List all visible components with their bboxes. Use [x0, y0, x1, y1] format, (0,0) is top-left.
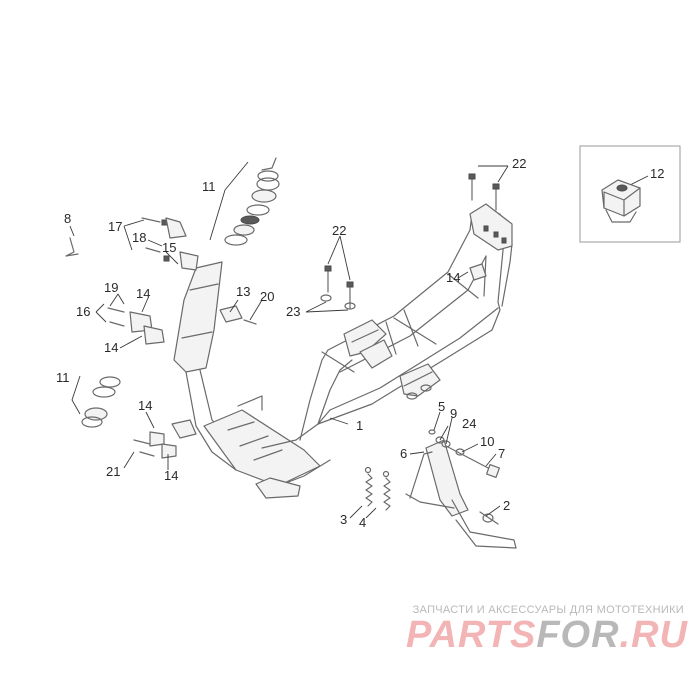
callout-22-rear: 22 [512, 156, 526, 171]
callout-12: 12 [650, 166, 664, 181]
callout-labels: 1 2 3 4 5 6 7 8 9 10 11 11 12 13 14 14 1… [56, 156, 664, 530]
callout-13: 13 [236, 284, 250, 299]
callout-11-upper: 11 [202, 179, 216, 194]
frame-bolts [320, 173, 500, 310]
callout-14-b: 14 [104, 340, 118, 355]
callout-16: 16 [76, 304, 90, 319]
callout-18: 18 [132, 230, 146, 245]
callout-11-lower: 11 [56, 370, 70, 385]
callout-14-e: 14 [446, 270, 460, 285]
callout-14-a: 14 [136, 286, 150, 301]
callout-1: 1 [356, 418, 363, 433]
callout-14-c: 14 [138, 398, 152, 413]
callout-21: 21 [106, 464, 120, 479]
callout-8: 8 [64, 211, 71, 226]
lower-steering-bearing-set [81, 376, 121, 428]
callout-17: 17 [108, 219, 122, 234]
stand-springs [364, 466, 391, 511]
callout-7: 7 [498, 446, 505, 461]
inset-part-12 [579, 145, 681, 243]
watermark-logo-parts: PARTS [406, 614, 537, 656]
callout-5: 5 [438, 399, 445, 414]
callout-14-d: 14 [164, 468, 178, 483]
callout-10: 10 [480, 434, 494, 449]
callout-6: 6 [400, 446, 407, 461]
callout-15: 15 [162, 240, 176, 255]
callout-3: 3 [340, 512, 347, 527]
watermark-logo-for: FOR [536, 614, 620, 656]
watermark-caption: ЗАПЧАСТИ И АКСЕССУАРЫ ДЛЯ МОТОТЕХНИКИ [412, 604, 684, 616]
callout-24: 24 [462, 416, 476, 431]
callout-9: 9 [450, 406, 457, 421]
callout-23: 23 [286, 304, 300, 319]
leader-lines [69, 161, 649, 519]
upper-steering-bearing-set [224, 157, 280, 246]
callout-22-mid: 22 [332, 223, 346, 238]
head-tube-fasteners [107, 217, 257, 459]
watermark-logo: PARTSFOR.RU [388, 614, 688, 657]
callout-20: 20 [260, 289, 274, 304]
callout-19: 19 [104, 280, 118, 295]
clip-part-8 [65, 237, 79, 257]
stand-pivot-hardware [428, 429, 501, 479]
main-frame [173, 203, 513, 499]
watermark-logo-ru: .RU [619, 614, 688, 656]
callout-2: 2 [503, 498, 510, 513]
callout-4: 4 [359, 515, 366, 530]
